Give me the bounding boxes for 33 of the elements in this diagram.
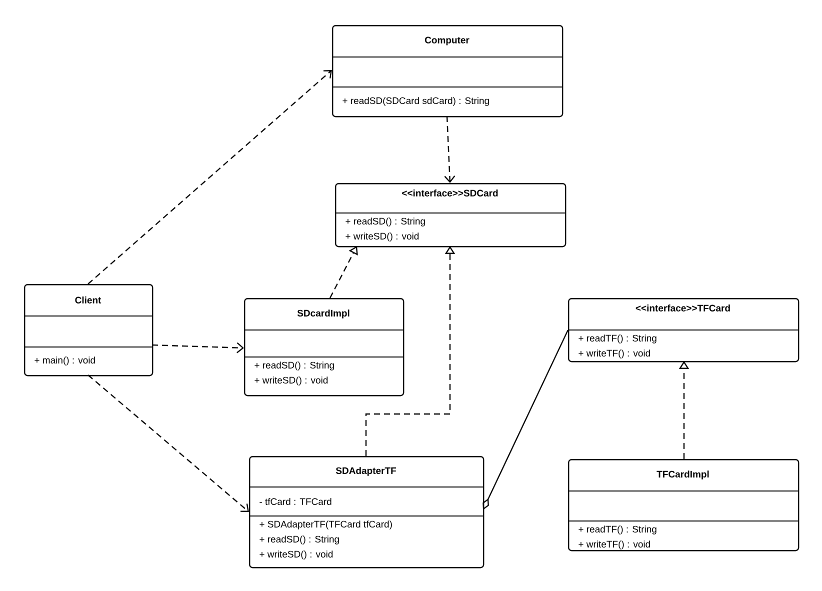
- arrow: [329, 246, 358, 298]
- member-text: + writeSD() : void: [346, 232, 419, 242]
- arrow: [88, 374, 249, 512]
- class-name: TFCardImpl: [656, 470, 709, 480]
- member-text: + readSD() : String: [260, 536, 339, 544]
- arrow: [88, 70, 332, 284]
- class-box: [332, 25, 564, 118]
- member-text: + readSD() : String: [346, 218, 425, 226]
- class-name: SDcardImpl: [297, 310, 350, 318]
- class-box: [244, 298, 404, 396]
- class-name: SDAdapterTF: [336, 467, 396, 476]
- member-text: + readSD(SDCard sdCard) : String: [342, 97, 489, 106]
- class-box: [249, 456, 484, 568]
- class-box: [568, 298, 800, 362]
- member-text: + writeSD() : void: [260, 550, 333, 560]
- class-name: <<interface>>TFCard: [636, 304, 730, 312]
- member-text: - tfCard : TFCard: [260, 498, 332, 505]
- class-name: <<interface>>SDCard: [402, 190, 498, 196]
- class-name: Client: [75, 296, 102, 304]
- class-box: [335, 183, 566, 248]
- member-text: + writeSD() : void: [254, 376, 328, 386]
- class-box: [24, 284, 154, 376]
- member-text: + SDAdapterTF(TFCard tfCard): [260, 520, 392, 530]
- arrow: [444, 116, 456, 183]
- member-text: + main() : void: [34, 356, 95, 366]
- member-text: + writeTF() : void: [578, 350, 650, 358]
- member-text: + readSD() : String: [254, 362, 334, 370]
- member-text: + readTF() : String: [578, 334, 656, 344]
- class-box: [568, 459, 800, 552]
- member-text: + readTF() : String: [578, 526, 656, 534]
- arrow: [152, 342, 244, 354]
- class-name: Computer: [424, 36, 470, 46]
- member-text: + writeTF() : void: [578, 540, 650, 550]
